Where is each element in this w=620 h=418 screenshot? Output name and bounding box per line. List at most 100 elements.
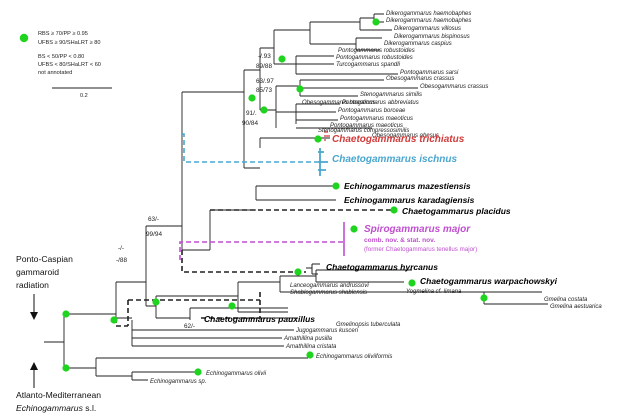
tip-label: Jugogammarus kusceri — [295, 328, 359, 334]
support-dot — [228, 302, 236, 310]
branch-hyrcanus-dashed — [181, 250, 306, 273]
label-pauxillus: Chaetogammarus pauxillus — [204, 314, 315, 324]
support-dot — [350, 225, 358, 233]
support-label: 63/- — [148, 216, 159, 223]
tip-label: Dikerogammarus bispinosus — [394, 34, 470, 40]
label-spiro-note: comb. nov. & stat. nov. — [364, 237, 435, 244]
legend-line2: UFBS ≥ 90/SHaLRT ≥ 80 — [38, 40, 101, 46]
tip-label: Echinogammarus olivii — [206, 371, 267, 377]
support-dot — [480, 294, 488, 302]
tip-label: Pontogammarus robustoides — [336, 55, 413, 61]
branch-pauxillus-dashed — [115, 292, 261, 327]
tip-label: Lanceogammarus andrussovi — [290, 283, 369, 289]
tip-label: Pontogammarus maeoticus — [330, 123, 403, 129]
label-hyrcanus: Chaetogammarus hyrcanus — [326, 262, 438, 272]
support-dot — [194, 368, 202, 376]
label-spirogammarus: Spirogammarus major — [364, 224, 471, 235]
label-placidus: Chaetogammarus placidus — [402, 206, 511, 216]
tip-label: Gmelina aestuarica — [550, 304, 602, 310]
support-dot — [306, 351, 314, 359]
branch-top-block — [260, 13, 392, 64]
branch-misc-block — [244, 137, 330, 169]
support-label: 62/- — [184, 323, 195, 330]
legend-line5: not annotated — [38, 70, 72, 76]
legend: RBS ≥ 70/PP ≥ 0.95 UFBS ≥ 90/SHaLRT ≥ 80… — [19, 31, 112, 99]
branch-ischnus-dashed — [182, 133, 318, 163]
trichiatus-marker — [324, 131, 330, 141]
ischnus-marker — [318, 148, 328, 176]
tip-label: Echinogammarus sp. — [150, 379, 206, 385]
branch-jugo-block — [116, 307, 294, 347]
tip-label: Obesogammarus boeoticus — [302, 100, 375, 106]
scale-label: 0.2 — [80, 93, 88, 99]
support-label: 90/84 — [242, 120, 258, 127]
atlanto-label-line1: Atlanto-Mediterranean — [16, 390, 101, 400]
branch-n2 — [146, 92, 183, 250]
tip-label: Obesogammarus crassus — [420, 84, 488, 90]
support-dot — [390, 206, 398, 214]
tip-label: Pontogammarus abbreviatus — [342, 100, 419, 106]
tip-label: Stenogammarus compressosimilis — [318, 128, 409, 134]
tip-label: Dikerogammarus haemobaphes — [386, 18, 471, 24]
label-karadagiensis: Echinogammarus karadagiensis — [344, 195, 475, 205]
label-ischnus: Chaetogammarus ischnus — [332, 154, 457, 165]
branch-spiro-dashed — [179, 241, 344, 260]
ponto-label-line1: Ponto-Caspian — [16, 254, 73, 264]
hyrcanus-marker — [306, 263, 320, 275]
branch-n3 — [182, 70, 245, 168]
tip-label: Obesogammarus crassus — [386, 76, 454, 82]
support-label: -/- — [118, 245, 124, 252]
branch-obeso-block — [260, 79, 418, 129]
branch-n4 — [244, 48, 261, 110]
branch-echino-clade — [182, 185, 336, 251]
label-spiro-former: (former Chaetogammarus tenellus major) — [364, 246, 477, 253]
branch-lower-clade — [146, 269, 548, 319]
atlanto-label-line2: Echinogammarus s.l. — [16, 403, 96, 413]
support-label: -/.93 — [258, 53, 271, 60]
clade-markers — [306, 131, 345, 275]
tip-label: Dikerogammarus villosus — [394, 26, 461, 32]
legend-line4: UFBS < 80/SHaLRT < 60 — [38, 62, 101, 68]
branch-ponto-spine — [64, 282, 117, 318]
support-label: 99/94 — [146, 231, 162, 238]
tip-label: Dikerogammarus haemobaphes — [386, 11, 471, 17]
support-dot — [296, 85, 304, 93]
branch-ponto-block — [274, 55, 398, 75]
tip-label: Dikerogammarus caspius — [384, 41, 452, 47]
support-dot — [152, 298, 160, 306]
tip-label: Shablogammarus shablensis — [290, 290, 367, 296]
support-label: 89/88 — [256, 63, 272, 70]
support-label: 63/.97 — [256, 78, 274, 85]
tip-label: Amathillina pusilla — [283, 336, 333, 342]
tip-label: Pontogammarus robustoides — [338, 48, 415, 54]
tip-label: Pontogammarus borceae — [338, 108, 406, 114]
highlight-labels: Chaetogammarus trichiatus Chaetogammarus… — [204, 134, 558, 324]
support-dot — [314, 135, 322, 143]
support-dot — [408, 279, 416, 287]
branch-n1 — [116, 226, 147, 306]
support-dot — [294, 268, 302, 276]
tip-label: Echinogammarus oliviiformis — [316, 354, 392, 360]
support-dot — [62, 310, 70, 318]
atlanto-sl: s.l. — [85, 403, 96, 413]
group-labels: Ponto-Caspian gammaroid radiation Atlant… — [16, 254, 101, 413]
tip-label: Pontogammarus maeoticus — [340, 116, 413, 122]
label-mazestiensis: Echinogammarus mazestiensis — [344, 181, 471, 191]
support-dot — [260, 106, 268, 114]
tip-label: Stenogammarus similis — [360, 92, 422, 98]
atlanto-genus: Echinogammarus — [16, 403, 84, 413]
branch-atlanto — [64, 357, 308, 381]
ponto-label-line3: radiation — [16, 280, 49, 290]
ponto-arrow-head — [30, 312, 38, 320]
support-dots — [62, 18, 488, 376]
tip-labels: Dikerogammarus haemobaphes Dikerogammaru… — [150, 11, 602, 385]
atlanto-arrow-head — [30, 362, 38, 370]
dashed-branches — [115, 133, 392, 327]
tip-label: Gmelinopsis tuberculata — [336, 322, 401, 328]
legend-line1: RBS ≥ 70/PP ≥ 0.95 — [38, 31, 88, 37]
support-dot — [248, 94, 256, 102]
label-warpachowskyi: Chaetogammarus warpachowskyi — [420, 276, 558, 286]
tip-label: Obesogammarus obesus — [372, 133, 439, 139]
support-dot — [372, 18, 380, 26]
